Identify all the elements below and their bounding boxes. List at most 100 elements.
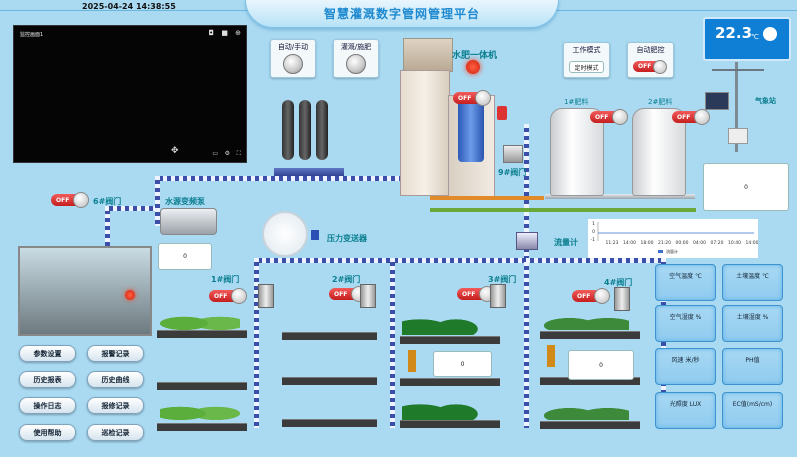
- alarm-button[interactable]: 报警记录: [87, 345, 144, 362]
- pool-alarm-icon: [125, 290, 135, 300]
- fert2-toggle[interactable]: OFF: [672, 109, 710, 125]
- toggle-knob: [694, 109, 710, 125]
- sensor-label: PH值: [745, 357, 760, 364]
- help-button[interactable]: 使用帮助: [19, 424, 76, 441]
- auto-fert-label: 自动肥控: [636, 46, 665, 54]
- chart-x-tick: 18:00: [641, 240, 654, 246]
- chart-y-tick: 0: [592, 229, 595, 235]
- toggle-knob: [475, 90, 491, 106]
- snapshot-icon[interactable]: ◘: [208, 29, 214, 37]
- chart-x-tick: 07:20: [711, 240, 724, 246]
- flowmeter-icon: [516, 232, 538, 250]
- chart-x-tick: 04:00: [693, 240, 706, 246]
- fullscreen-icon[interactable]: ⛶: [236, 150, 241, 157]
- sensor-air-humidity: 空气湿度 %: [655, 305, 716, 342]
- plant-row: [157, 382, 247, 390]
- soil-sensor-icon: [408, 350, 416, 372]
- sensor-label: 风速 米/秒: [671, 357, 700, 364]
- pipe-left-down: [155, 176, 160, 226]
- inspection-button[interactable]: 巡检记录: [87, 424, 144, 441]
- pipe-orange: [430, 196, 544, 200]
- auto-manual-button[interactable]: 自动/手动: [270, 39, 316, 78]
- fert1-toggle[interactable]: OFF: [590, 109, 628, 125]
- chart-x-tick: 14:00: [746, 240, 758, 246]
- pump-icon: [160, 208, 217, 235]
- valve-2-icon[interactable]: [360, 284, 376, 308]
- quality-icon[interactable]: ▭: [212, 150, 218, 157]
- chart-legend: 流量计: [666, 248, 678, 254]
- alarm-light-icon: [466, 60, 480, 74]
- plant-row: [282, 332, 377, 340]
- station-box: [728, 128, 748, 144]
- valve-9-icon[interactable]: [503, 145, 523, 163]
- params-button[interactable]: 参数设置: [19, 345, 76, 362]
- plant-icon: [544, 308, 629, 330]
- filter-3: [316, 100, 328, 160]
- chart-x-tick: 14:00: [623, 240, 636, 246]
- irrig-fert-button[interactable]: 灌溉/施肥: [333, 39, 379, 78]
- pressure-gauge-icon: [262, 211, 308, 257]
- history-report-button[interactable]: 历史报表: [19, 371, 76, 388]
- plant-row: [282, 377, 377, 385]
- sensor-label: 空气温度 ℃: [669, 273, 702, 280]
- plant-row: [282, 419, 377, 427]
- op-log-button[interactable]: 操作日志: [19, 397, 76, 414]
- auto-fert-panel: 自动肥控 OFF: [627, 42, 674, 78]
- plant-row: [400, 420, 500, 428]
- valve2-toggle[interactable]: OFF: [329, 286, 367, 302]
- toggle-knob: [653, 60, 667, 74]
- video-panel[interactable]: 监控画面1 ◘ ■ ⊕ ✥ ▭ ⚙ ⛶: [13, 25, 247, 163]
- pressure-sensor-icon: [311, 230, 319, 240]
- sensor-air-temp: 空气温度 ℃: [655, 264, 716, 301]
- fert1-label: 1#肥料: [564, 98, 589, 106]
- machine-top: [403, 38, 453, 72]
- sensor-label: 土壤湿度 %: [736, 314, 769, 321]
- valve4-toggle[interactable]: OFF: [572, 288, 610, 304]
- toggle-knob: [231, 288, 247, 304]
- sensor-light: 光照度 LUX: [655, 392, 716, 429]
- plant-row: [540, 331, 640, 339]
- valve1-toggle[interactable]: OFF: [209, 288, 247, 304]
- pipe-green: [430, 208, 696, 212]
- chart-x-tick: 00:00: [676, 240, 689, 246]
- record-icon[interactable]: ■: [221, 29, 228, 37]
- machine-toggle[interactable]: OFF: [453, 90, 491, 106]
- pipe-well-h: [105, 206, 155, 211]
- toggle-text: OFF: [458, 94, 472, 102]
- weather-display: 22.3 ℃: [703, 17, 791, 61]
- toggle-text: OFF: [677, 113, 691, 121]
- pipe-well: [105, 206, 110, 254]
- settings-icon[interactable]: ⚙: [224, 150, 230, 157]
- repair-button[interactable]: 报修记录: [87, 397, 144, 414]
- toggle-text: OFF: [462, 290, 476, 298]
- zoom-icon[interactable]: ⊕: [235, 29, 241, 37]
- pump-value: 0: [158, 243, 212, 270]
- ptz-icon[interactable]: ✥: [171, 146, 179, 156]
- plant-row: [157, 423, 247, 431]
- work-mode-value[interactable]: 定时模式: [569, 61, 604, 73]
- valve2-label: 2#阀门: [332, 275, 361, 284]
- history-curve-button[interactable]: 历史曲线: [87, 371, 144, 388]
- chart-x-tick: 21:20: [658, 240, 671, 246]
- sensor-label: 土壤温度 ℃: [736, 273, 769, 280]
- filter-manifold: [274, 168, 344, 177]
- field-value-1: 0: [433, 351, 492, 377]
- pump-motor: [458, 100, 484, 162]
- chart-y-tick: -1: [591, 237, 596, 243]
- valve-1-icon[interactable]: [258, 284, 274, 308]
- knob-icon: [346, 54, 366, 74]
- auto-fert-toggle[interactable]: OFF: [633, 60, 667, 74]
- branch-3-pipe: [524, 262, 529, 428]
- toggle-text: OFF: [56, 196, 70, 204]
- filter-1: [282, 100, 294, 160]
- valve6-toggle[interactable]: OFF: [51, 192, 89, 208]
- flowmeter-label: 流量计: [554, 238, 578, 247]
- fert2-label: 2#肥料: [648, 98, 673, 106]
- valve3-toggle[interactable]: OFF: [457, 286, 495, 302]
- meter-icon: [497, 106, 507, 120]
- sensor-label: 光照度 LUX: [669, 401, 702, 408]
- knob-icon: [283, 54, 303, 74]
- sensor-label: EC值(mS/cm): [732, 401, 773, 408]
- valve-3-icon[interactable]: [490, 284, 506, 308]
